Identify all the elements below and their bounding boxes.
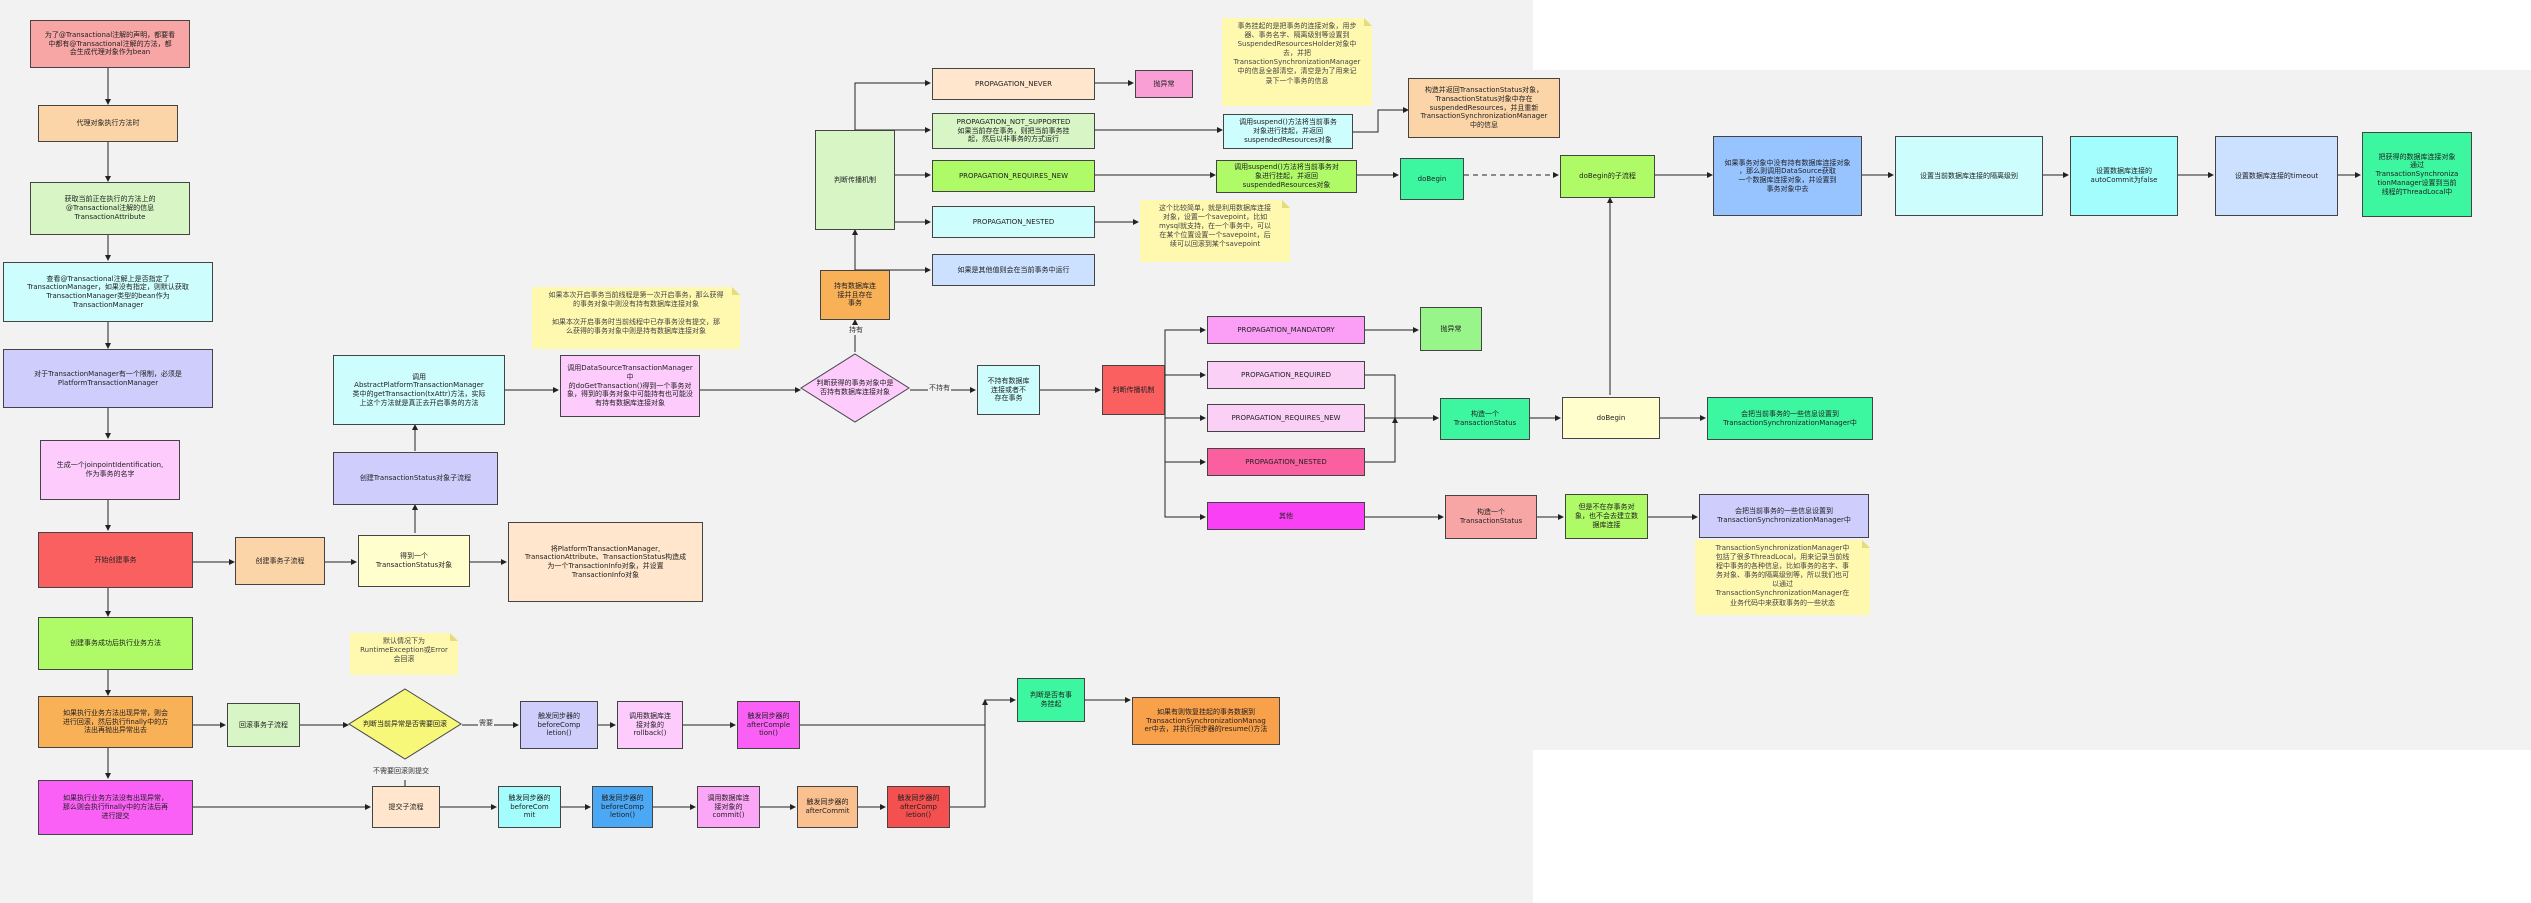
before-completion-c-box: 触发同步器的 beforeComp letion() xyxy=(592,786,653,828)
edge-label-need-rollback: 需要 xyxy=(478,718,494,728)
savepoint-note: 这个比较简单，就是利用数据库连接 对象，设置一个savepoint，比如 mys… xyxy=(1140,200,1290,262)
dobegin-1-box: doBegin xyxy=(1400,158,1464,200)
sync-info-2-box: 会把当前事务的一些信息设置到 TransactionSynchronizatio… xyxy=(1699,494,1869,538)
nested-bottom-box: PROPAGATION_NESTED xyxy=(1207,448,1365,476)
get-status-box: 得到一个 TransactionStatus对象 xyxy=(358,535,470,587)
joinpoint-box: 生成一个joinpointIdentification, 作为事务的名字 xyxy=(40,440,180,500)
judge-tx-diamond: 判断获得的事务对象中是 否持有数据库连接对象 xyxy=(800,353,910,423)
set-timeout-box: 设置数据库连接的timeout xyxy=(2215,136,2338,216)
dobegin-2-box: doBegin xyxy=(1562,397,1660,439)
judge-prop-top-box: 判断传播机制 xyxy=(815,130,895,230)
throw-1-box: 抛异常 xyxy=(1135,70,1193,98)
need-rollback-diamond: 判断当前异常是否需要回滚 xyxy=(348,688,462,760)
after-completion-rb-box: 触发同步器的 afterComple tion() xyxy=(737,701,800,749)
bind-conn-box: 把获得的数据库连接对象 通过 TransactionSynchroniza ti… xyxy=(2362,132,2472,217)
before-completion-box: 触发同步器的 beforeComp letion() xyxy=(520,701,598,749)
throw-2-box: 抛异常 xyxy=(1420,307,1482,351)
edge-label-has: 持有 xyxy=(848,325,864,335)
call-rollback-box: 调用数据库连 接对象的 rollback() xyxy=(617,701,683,749)
build-status-2-box: 构造一个 TransactionStatus xyxy=(1440,398,1530,440)
dotransaction-note: 如果本次开启事务当前线程是第一次开启事务，那么获得 的事务对象中则没有持有数据库… xyxy=(532,287,740,349)
call-commit-box: 调用数据库连 接对象的 commit() xyxy=(697,786,760,828)
other-top-box: 如果是其他值则会在当前事务中运行 xyxy=(932,254,1095,286)
no-conn-tx-box: 不持有数据库 连接或者不 存在事务 xyxy=(977,365,1040,415)
start-note-box: 为了@Transactional注解的声明，都要看 中都有@Transactio… xyxy=(30,20,190,68)
tsm-note: TransactionSynchronizationManager中 包括了很多… xyxy=(1695,540,1870,615)
dotransaction-box: 调用DataSourceTransactionManager中 的doGetTr… xyxy=(560,355,700,417)
call-get-tx-box: 调用 AbstractPlatformTransactionManager 类中… xyxy=(333,355,505,425)
edge-label-not-has: 不持有 xyxy=(928,383,951,393)
before-commit-box: 触发同步器的 beforeCom mit xyxy=(498,786,561,828)
has-conn-tx-box: 持有数据库连 接并且存在 事务 xyxy=(820,270,890,320)
create-status-flow-box: 创建TransactionStatus对象子流程 xyxy=(333,452,498,505)
dobegin-sub-box: doBegin的子流程 xyxy=(1560,155,1655,198)
suspend-2-box: 调用suspend()方法将当前事务对 象进行挂起，并返回 suspendedR… xyxy=(1216,160,1357,193)
edge-label-no-rollback: 不需要回滚则提交 xyxy=(372,766,430,776)
create-flow-box: 创建事务子流程 xyxy=(235,537,325,585)
rollback-flow-box: 回滚事务子流程 xyxy=(227,703,300,747)
build-status-3-box: 构造一个 TransactionStatus xyxy=(1445,495,1537,539)
judge-prop-bottom-box: 判断传播机制 xyxy=(1102,365,1165,415)
suspend-1-box: 调用suspend()方法将当前事务 对象进行挂起，并返回 suspendedR… xyxy=(1223,114,1353,149)
required-box: PROPAGATION_REQUIRED xyxy=(1207,361,1365,389)
check-suspended-box: 判断是否有事 务挂起 xyxy=(1017,678,1085,722)
open-tx-box: 开始创建事务 xyxy=(38,532,193,588)
requires-new-bottom-box: PROPAGATION_REQUIRES_NEW xyxy=(1207,404,1365,432)
not-supported-box: PROPAGATION_NOT_SUPPORTED 如果当前存在事务，则把当前事… xyxy=(932,113,1095,149)
set-autocommit-box: 设置数据库连接的 autoCommit为false xyxy=(2070,136,2178,216)
sync-info-1-box: 会把当前事务的一些信息设置到 TransactionSynchronizatio… xyxy=(1707,397,1873,440)
nested-top-box: PROPAGATION_NESTED xyxy=(932,206,1095,238)
if-no-conn-box: 如果事务对象中没有持有数据库连接对象 ，那么则调用DataSource获取 一个… xyxy=(1713,136,1862,216)
proxy-exec-box: 代理对象执行方法时 xyxy=(38,105,178,142)
need-rollback-label: 判断当前异常是否需要回滚 xyxy=(363,719,447,728)
exec-biz-box: 创建事务成功后执行业务方法 xyxy=(38,617,193,670)
wrap-info-box: 将PlatformTransactionManager, Transaction… xyxy=(508,522,703,602)
commit-flow-box: 提交子流程 xyxy=(372,786,440,828)
after-commit-box: 触发同步器的 afterCommit xyxy=(797,786,858,828)
judge-tx-label: 判断获得的事务对象中是 否持有数据库连接对象 xyxy=(816,379,894,396)
mandatory-box: PROPAGATION_MANDATORY xyxy=(1207,316,1365,344)
other-bottom-box: 其他 xyxy=(1207,502,1365,530)
resume-box: 如果有则恢复挂起的事务数据到 TransactionSynchronizatio… xyxy=(1132,697,1280,745)
check-tm-box: 查看@Transactional注解上是否指定了 TransactionMana… xyxy=(3,262,213,322)
no-conn-note-box: 但是不在存事务对 象，也不会去建立数 据库连接 xyxy=(1565,494,1648,539)
build-status-box: 构造并返回TransactionStatus对象， TransactionSta… xyxy=(1408,78,1560,138)
ptm-limit-box: 对于TransactionManager有一个限制，必须是 PlatformTr… xyxy=(3,349,213,408)
suspend-note: 事务挂起的是把事务的连接对象，用步 器、事务名字、隔离级别等设置到 Suspen… xyxy=(1222,18,1372,106)
biz-exception-box: 如果执行业务方法出现异常，则会 进行回滚，然后执行finally中的方 法出再抛… xyxy=(38,696,193,748)
runtime-note: 默认情况下为 RuntimeException或Error 会回滚 xyxy=(350,633,458,675)
biz-ok-box: 如果执行业务方法没有出现异常， 那么则会执行finally中的方法后再 进行提交 xyxy=(38,780,193,835)
get-attr-box: 获取当前正在执行的方法上的 @Transactional注解的信息 Transa… xyxy=(30,182,190,235)
never-box: PROPAGATION_NEVER xyxy=(932,68,1095,100)
set-isolation-box: 设置当前数据库连接的隔离级别 xyxy=(1895,136,2043,216)
after-completion-c-box: 触发同步器的 afterComp letion() xyxy=(887,786,950,828)
requires-new-top-box: PROPAGATION_REQUIRES_NEW xyxy=(932,160,1095,192)
